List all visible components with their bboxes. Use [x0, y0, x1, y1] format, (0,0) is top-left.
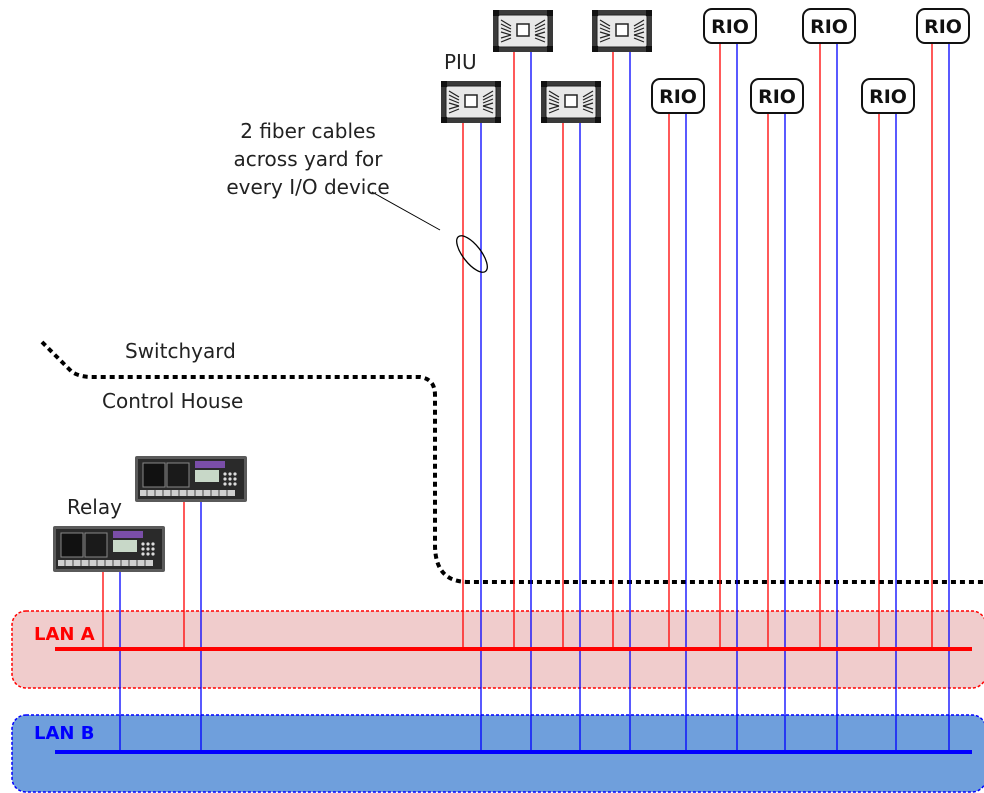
fiber-note: 2 fiber cables across yard for every I/O… — [226, 119, 389, 199]
rio-label: RIO — [869, 86, 907, 108]
svg-text:2 fiber cables: 2 fiber cables — [240, 119, 376, 143]
fiber-links — [102, 43, 950, 752]
piu-device-icon — [492, 9, 554, 53]
svg-text:every I/O device: every I/O device — [226, 175, 389, 199]
rio-box: RIO — [651, 78, 705, 114]
control-house-label: Control House — [102, 389, 243, 413]
relay-label: Relay — [67, 495, 122, 519]
switchyard-label: Switchyard — [125, 339, 236, 363]
piu-label: PIU — [444, 50, 477, 74]
fiber-bundle-ellipse — [456, 235, 488, 273]
rio-box: RIO — [861, 78, 915, 114]
rio-box: RIO — [802, 8, 856, 44]
rio-label: RIO — [924, 16, 962, 38]
svg-text:across yard for: across yard for — [234, 147, 384, 171]
piu-device-icon — [591, 9, 653, 53]
relay-device-icon — [134, 455, 248, 503]
rio-label: RIO — [659, 86, 697, 108]
rio-box: RIO — [703, 8, 757, 44]
rio-box: RIO — [916, 8, 970, 44]
relay-device-icon — [52, 525, 166, 573]
switchyard-boundary — [40, 340, 984, 584]
fiber-callout-leader — [371, 191, 441, 231]
rio-label: RIO — [711, 16, 749, 38]
rio-label: RIO — [810, 16, 848, 38]
piu-device-icon — [540, 80, 602, 124]
piu-device-icon — [440, 80, 502, 124]
lan-b-label: LAN B — [34, 723, 94, 744]
rio-box: RIO — [750, 78, 804, 114]
rio-label: RIO — [758, 86, 796, 108]
lan-a-label: LAN A — [34, 624, 95, 645]
